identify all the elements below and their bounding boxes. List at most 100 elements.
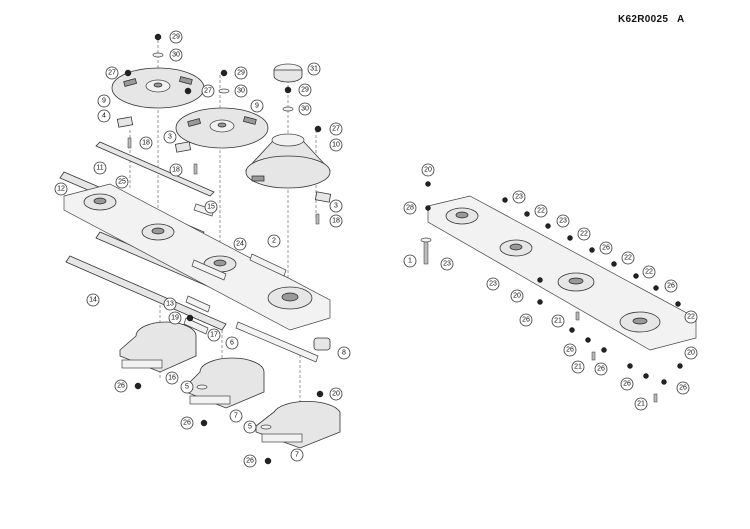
left-callout-30: 30	[234, 84, 248, 98]
right-hardware	[425, 181, 683, 403]
callout-label: 23	[515, 194, 523, 201]
callout-label: 22	[645, 269, 653, 276]
callout-label: 29	[237, 70, 245, 77]
callout-label: 18	[172, 167, 180, 174]
left-callout-10: 10	[329, 138, 343, 152]
callout-label: 2	[272, 238, 276, 245]
left-callout-25: 25	[115, 175, 129, 189]
left-callout-27: 27	[329, 122, 343, 136]
callout-label: 18	[332, 218, 340, 225]
callout-label: 6	[230, 340, 234, 347]
left-callout-24: 24	[233, 237, 247, 251]
callout-label: 30	[172, 52, 180, 59]
callout-label: 22	[580, 231, 588, 238]
callout-label: 12	[57, 186, 65, 193]
cutter-bar-housing	[63, 183, 331, 351]
callout-label: 4	[102, 113, 106, 120]
callout-label: 27	[332, 126, 340, 133]
right-callout-22: 22	[577, 227, 591, 241]
hardware-top	[116, 33, 332, 225]
callout-label: 27	[108, 70, 116, 77]
left-callout-26: 26	[180, 416, 194, 430]
left-callout-31: 31	[307, 62, 321, 76]
left-callout-29: 29	[169, 30, 183, 44]
right-callout-22: 22	[642, 265, 656, 279]
left-callout-7: 7	[290, 448, 304, 462]
callout-label: 7	[295, 452, 299, 459]
callout-label: 20	[687, 350, 695, 357]
document-revision: A	[677, 14, 685, 25]
callout-label: 26	[602, 245, 610, 252]
left-callout-27: 27	[201, 84, 215, 98]
left-callout-3: 3	[329, 199, 343, 213]
left-callout-18: 18	[139, 136, 153, 150]
callout-label: 26	[566, 347, 574, 354]
right-callout-23: 23	[440, 257, 454, 271]
callout-label: 8	[342, 350, 346, 357]
callout-label: 20	[513, 293, 521, 300]
right-callout-23: 23	[486, 277, 500, 291]
callout-label: 23	[443, 261, 451, 268]
callout-label: 9	[255, 103, 259, 110]
left-callout-7: 7	[229, 409, 243, 423]
callout-label: 18	[142, 140, 150, 147]
left-callout-9: 9	[250, 99, 264, 113]
right-callout-22: 22	[534, 204, 548, 218]
callout-label: 28	[406, 205, 414, 212]
document-code: K62R0025	[618, 14, 669, 25]
mower-disc-upper-middle	[175, 107, 269, 149]
callout-label: 26	[623, 381, 631, 388]
left-callout-13: 13	[163, 297, 177, 311]
callout-label: 16	[168, 375, 176, 382]
callout-label: 3	[334, 203, 338, 210]
callout-label: 23	[559, 218, 567, 225]
callout-label: 30	[301, 106, 309, 113]
left-callout-29: 29	[234, 66, 248, 80]
right-callout-20: 20	[510, 289, 524, 303]
callout-label: 31	[310, 66, 318, 73]
left-callout-3: 3	[163, 130, 177, 144]
left-callout-30: 30	[298, 102, 312, 116]
left-exploded-assembly: 2930272927303129993042731810111825123151…	[54, 30, 351, 468]
right-callout-23: 23	[512, 190, 526, 204]
callout-label: 26	[183, 420, 191, 427]
left-callout-11: 11	[93, 161, 107, 175]
right-callout-26: 26	[563, 343, 577, 357]
callout-label: 21	[554, 318, 562, 325]
callout-label: 13	[166, 301, 174, 308]
right-callout-26: 26	[664, 279, 678, 293]
left-callout-26: 26	[114, 379, 128, 393]
left-callout-20: 20	[329, 387, 343, 401]
right-callout-23: 23	[556, 214, 570, 228]
skid-3	[255, 401, 341, 449]
left-callout-5: 5	[180, 380, 194, 394]
callout-label: 20	[424, 167, 432, 174]
blades	[183, 203, 319, 363]
mower-disc-upper-left	[111, 67, 205, 109]
callout-label: 26	[522, 317, 530, 324]
callout-label: 17	[210, 332, 218, 339]
callout-label: 22	[687, 314, 695, 321]
callout-label: 14	[89, 297, 97, 304]
callout-label: 22	[537, 208, 545, 215]
callout-label: 29	[172, 34, 180, 41]
left-callout-5: 5	[243, 420, 257, 434]
skid-2	[185, 357, 265, 409]
left-callout-12: 12	[54, 182, 68, 196]
callout-label: 21	[574, 364, 582, 371]
callout-label: 20	[332, 391, 340, 398]
hardware-bottom	[134, 314, 324, 465]
callout-label: 10	[332, 142, 340, 149]
right-callout-26: 26	[519, 313, 533, 327]
callout-label: 27	[204, 88, 212, 95]
drum-cone	[245, 63, 331, 189]
left-callout-6: 6	[225, 336, 239, 350]
left-callout-30: 30	[169, 48, 183, 62]
callout-label: 11	[96, 165, 103, 172]
callout-label: 21	[637, 401, 645, 408]
left-callout-9: 9	[97, 94, 111, 108]
left-callout-4: 4	[97, 109, 111, 123]
callout-label: 15	[207, 204, 215, 211]
